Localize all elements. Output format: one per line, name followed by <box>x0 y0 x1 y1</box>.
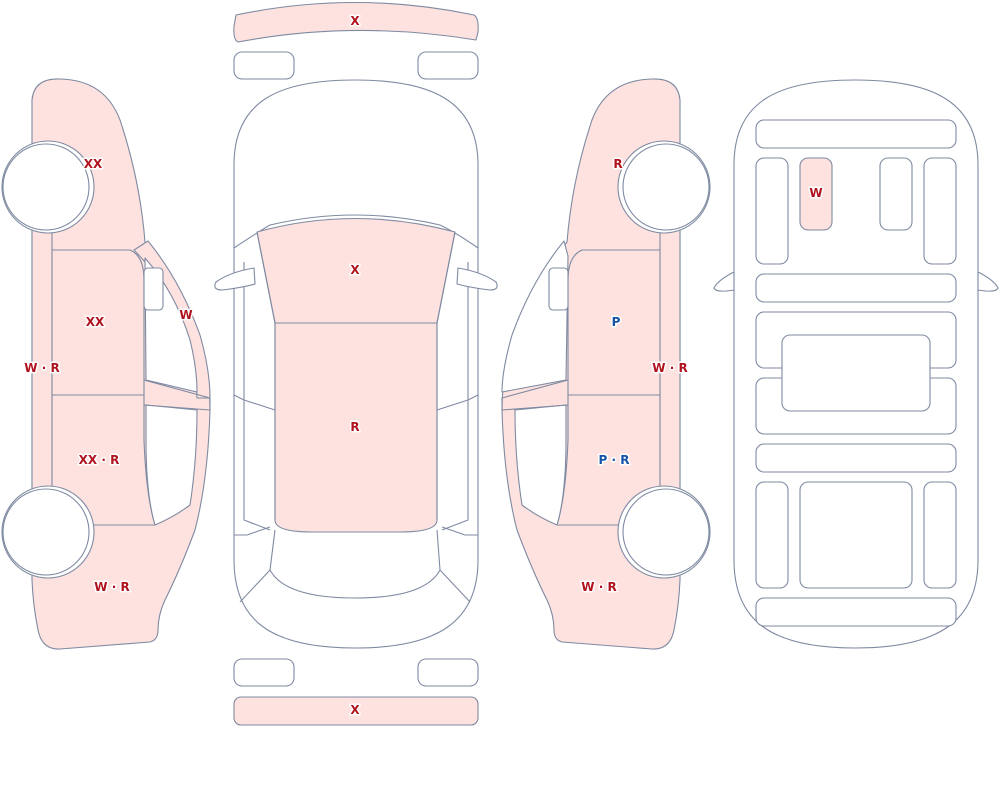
left-rear-corner-line <box>239 569 271 603</box>
top-view: X X R X <box>214 1 498 726</box>
left-a-pillar <box>256 231 276 520</box>
right-front-fender-label: R <box>613 157 622 171</box>
right-rear-window-opening <box>514 404 567 526</box>
right-side-labels: R P W · R P · R W · R <box>580 156 689 596</box>
right-body-seam <box>436 394 479 411</box>
left-rear-wheel[interactable] <box>2 488 90 576</box>
roof-panel[interactable] <box>274 322 438 533</box>
underbody-crossmember-2[interactable] <box>755 273 957 303</box>
front-bumper-panel[interactable] <box>233 1 479 43</box>
underbody-rear-crossmember[interactable] <box>755 597 957 627</box>
right-rocker-strip[interactable] <box>659 229 681 521</box>
underbody-damaged-panel[interactable] <box>799 157 833 231</box>
rear-window-line <box>269 529 441 599</box>
left-rear-window-opening <box>145 404 198 526</box>
hood-label: X <box>350 263 360 277</box>
right-front-door-label: P <box>612 315 621 329</box>
left-mirror[interactable] <box>143 267 164 311</box>
right-lower-seam <box>441 526 478 536</box>
right-belt-line <box>501 379 569 411</box>
left-lower-seam <box>234 526 271 536</box>
left-side-window-line <box>243 262 271 531</box>
right-rocker-label: W · R <box>652 361 687 375</box>
right-rear-corner-line <box>439 569 471 603</box>
rear-bumper-panel[interactable] <box>233 696 479 726</box>
right-mirror[interactable] <box>548 267 569 311</box>
left-front-wheel[interactable] <box>2 143 90 231</box>
left-front-door[interactable] <box>51 249 145 396</box>
front-bumper-label: X <box>350 14 360 28</box>
rear-bumper-label: X <box>350 703 360 717</box>
left-side-view: XX XX W W · R XX · R W · R <box>1 78 211 650</box>
underbody-left-rear-rail[interactable] <box>755 481 789 589</box>
underbody-right-mirror <box>977 271 999 292</box>
underbody-right-front-rail[interactable] <box>923 157 957 265</box>
right-a-pillar <box>436 231 456 520</box>
left-side-mirror[interactable] <box>214 267 256 291</box>
right-rear-door-label: P · R <box>599 453 630 467</box>
underbody-rear-floor[interactable] <box>799 481 913 589</box>
right-front-wheel[interactable] <box>622 143 710 231</box>
right-window-opening <box>501 240 569 393</box>
left-rear-door-label: XX · R <box>79 453 120 467</box>
underbody-right-inner-panel[interactable] <box>879 157 913 231</box>
right-rear-quarter-label: W · R <box>581 580 616 594</box>
underbody-crossmember-3[interactable] <box>755 443 957 473</box>
underbody-center-plate[interactable] <box>781 334 931 412</box>
right-front-door[interactable] <box>567 249 661 396</box>
underbody-front-crossmember[interactable] <box>755 119 957 149</box>
left-body-seam <box>233 394 276 411</box>
left-front-fender-label: XX <box>84 157 103 171</box>
hood-panel[interactable] <box>256 218 456 324</box>
left-rocker-label: W · R <box>24 361 59 375</box>
underbody-left-mirror <box>713 271 735 292</box>
right-side-mirror[interactable] <box>456 267 498 291</box>
left-rear-quarter-label: W · R <box>94 580 129 594</box>
underbody-panel-label: W <box>809 186 822 200</box>
right-taillight[interactable] <box>417 658 479 687</box>
underbody-view: W <box>713 79 999 649</box>
underbody-left-front-rail[interactable] <box>755 157 789 265</box>
right-headlight[interactable] <box>417 51 479 80</box>
roof-label: R <box>350 420 359 434</box>
left-belt-line <box>143 379 211 411</box>
right-side-view <box>501 78 711 650</box>
left-pillar-label: W <box>179 308 192 322</box>
left-rocker-strip[interactable] <box>31 229 53 521</box>
left-headlight[interactable] <box>233 51 295 80</box>
underbody-right-rear-rail[interactable] <box>923 481 957 589</box>
left-front-door-label: XX <box>86 315 105 329</box>
right-side-window-line <box>441 262 469 531</box>
left-taillight[interactable] <box>233 658 295 687</box>
right-rear-wheel[interactable] <box>622 488 710 576</box>
